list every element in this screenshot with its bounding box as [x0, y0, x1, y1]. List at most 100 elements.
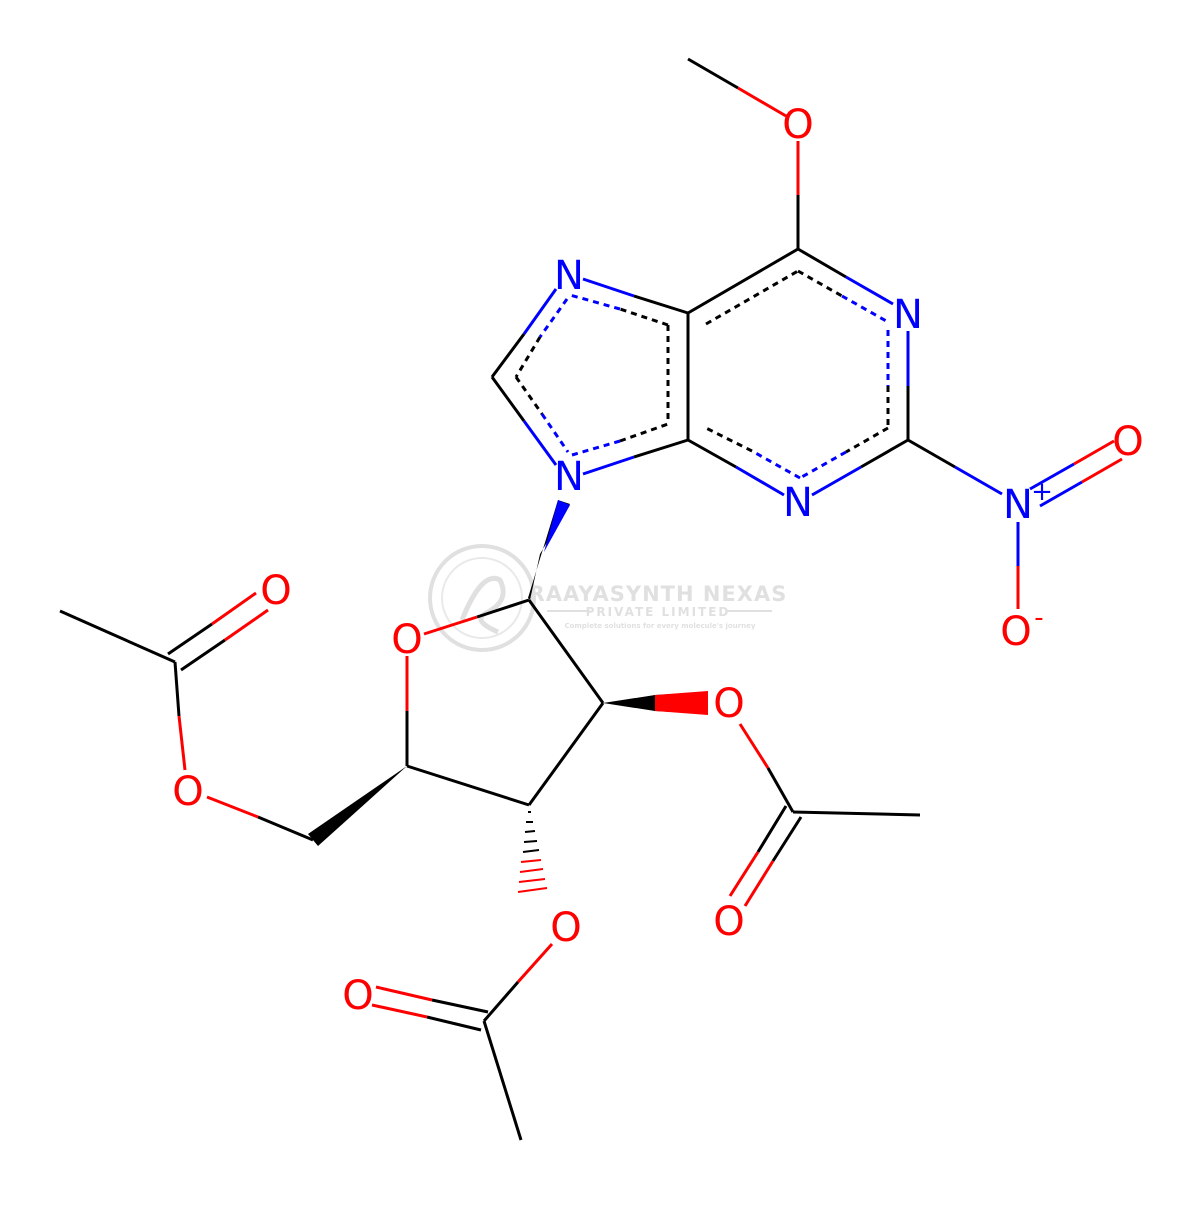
hash-7	[519, 868, 544, 873]
charge-n-nitro: +	[1031, 477, 1053, 507]
atom-o-nitro-anion: O	[1000, 609, 1031, 655]
hash-3	[524, 830, 536, 833]
bonds-ribose	[206, 500, 708, 846]
aromatic-c8-n9-blue	[540, 413, 570, 453]
atom-o-acetyl-mid-ester: O	[713, 681, 744, 727]
atom-labels: O N N O N N N + O - O O O O O O O	[172, 102, 1143, 1019]
atom-o-acetyl-left-carbonyl: O	[260, 568, 291, 614]
wedge-glycosidic-blue	[544, 500, 570, 552]
bonds-acetyl	[59, 591, 921, 1141]
hash-6	[520, 859, 542, 863]
bond-bot-o-c	[482, 981, 520, 1022]
bond-c8-n9	[490, 376, 526, 422]
atom-n3: N	[783, 480, 813, 526]
bond-left-ch3-c	[59, 609, 176, 664]
bond-mid-co-a-red	[728, 851, 760, 897]
wedge-c4-c5	[308, 766, 407, 846]
aromatic-n9-c4-blue	[571, 439, 621, 457]
hash-4	[523, 840, 538, 843]
atom-o-acetyl-bottom-ester: O	[550, 905, 581, 951]
bond-mid-co-b-red	[743, 860, 775, 907]
bond-mid-o-c-red	[738, 723, 770, 769]
bond-bot-co-a	[431, 998, 489, 1014]
aromatic-n3-c4	[705, 426, 753, 453]
atom-o-ring: O	[391, 617, 422, 663]
bond-c2-n3-blue	[811, 465, 862, 497]
bond-mid-c-ch3	[792, 810, 921, 817]
bond-bot-o-c-red	[516, 942, 554, 984]
atom-o-acetyl-mid-carbonyl: O	[713, 899, 744, 945]
aromatic-c2-n3	[845, 426, 889, 454]
bond-left-co-a	[167, 622, 213, 656]
bond-left-co-b	[180, 638, 226, 672]
aromatic-c5-n7-blue	[569, 293, 621, 311]
aromatic-c6-n1-blue	[841, 294, 889, 324]
watermark-tagline: Complete solutions for every molecule's …	[565, 622, 756, 630]
bonds-aromatic	[514, 269, 890, 480]
atom-n-nitro: N	[1003, 482, 1033, 528]
bond-bot-co-b-red	[371, 1003, 428, 1019]
bond-left-c-o	[173, 661, 181, 717]
bond-methyl-o	[687, 57, 739, 90]
bond-left-c-o-red	[177, 715, 187, 771]
aromatic-n9-c4	[619, 422, 669, 443]
aromatic-c5-c6	[705, 269, 799, 326]
hash-9	[517, 887, 548, 893]
bond-n9-c4	[633, 438, 689, 459]
watermark-logo-mark	[459, 576, 506, 635]
bond-n3-c4-blue	[735, 465, 785, 497]
bond-methyl-o-red	[737, 86, 787, 118]
bond-c5-n7-blue	[582, 277, 635, 298]
bond-n9-c4-blue	[582, 455, 635, 476]
bond-c8-n9-blue	[522, 420, 558, 466]
aromatic-n7-c8-blue	[538, 298, 569, 338]
bond-c2-n3	[860, 438, 909, 469]
hash-8	[518, 878, 546, 883]
bond-c5-n7	[633, 294, 689, 315]
charge-o-nitro-anion: -	[1034, 603, 1043, 633]
bond-n7-c8	[490, 333, 526, 378]
bond-c6-n1	[797, 247, 847, 279]
bond-c5-oester-red	[206, 795, 259, 819]
bond-nnitro-o-red-b	[1081, 457, 1123, 484]
bond-n7-c8-blue	[522, 288, 558, 335]
hash-c3-o	[517, 811, 548, 893]
bond-left-co-b-red	[224, 608, 269, 642]
bond-c2-nnitro	[907, 438, 956, 469]
wedge-c2-o-red	[655, 691, 708, 715]
atom-o-methoxy: O	[782, 102, 813, 148]
atom-o-acetyl-bottom-carbonyl: O	[342, 973, 373, 1019]
aromatic-c5-n7	[619, 307, 669, 327]
bond-c1-oring	[476, 598, 530, 619]
watermark-company: RAAYASYNTH NEXAS	[529, 582, 788, 606]
atom-n9: N	[554, 454, 584, 500]
bond-c2-nnitro-blue	[954, 465, 1003, 496]
bond-c2-c1	[527, 599, 605, 704]
bond-mid-co-b	[771, 816, 803, 862]
watermark-subtitle: PRIVATE LIMITED	[586, 605, 731, 619]
bond-c4-c3	[406, 764, 530, 807]
bonds-purine	[490, 57, 910, 497]
bond-c6-n1-blue	[845, 275, 894, 306]
bond-left-co-a-red	[211, 591, 257, 626]
aromatic-c6-n1	[797, 269, 843, 298]
bond-c1-oring-red	[423, 615, 478, 636]
bond-bot-c-ch3	[482, 1020, 523, 1141]
bond-bot-co-a-red	[375, 985, 433, 1002]
bond-mid-co-a	[756, 805, 788, 853]
hash-5	[522, 849, 540, 853]
watermark: RAAYASYNTH NEXAS PRIVATE LIMITED Complet…	[428, 544, 788, 652]
bond-bot-co-b	[426, 1015, 482, 1032]
atom-n1: N	[893, 292, 923, 338]
bond-nnitro-o-red-a	[1073, 439, 1115, 466]
bond-nnitro-o-blue-b	[1039, 480, 1083, 508]
atom-n7: N	[554, 253, 584, 299]
bond-c3-c2	[527, 702, 605, 806]
bond-mid-o-c	[766, 767, 795, 813]
bond-n3-c4	[687, 438, 737, 469]
bond-c5-c6	[687, 247, 799, 315]
aromatic-n3-c4-blue	[751, 449, 801, 480]
